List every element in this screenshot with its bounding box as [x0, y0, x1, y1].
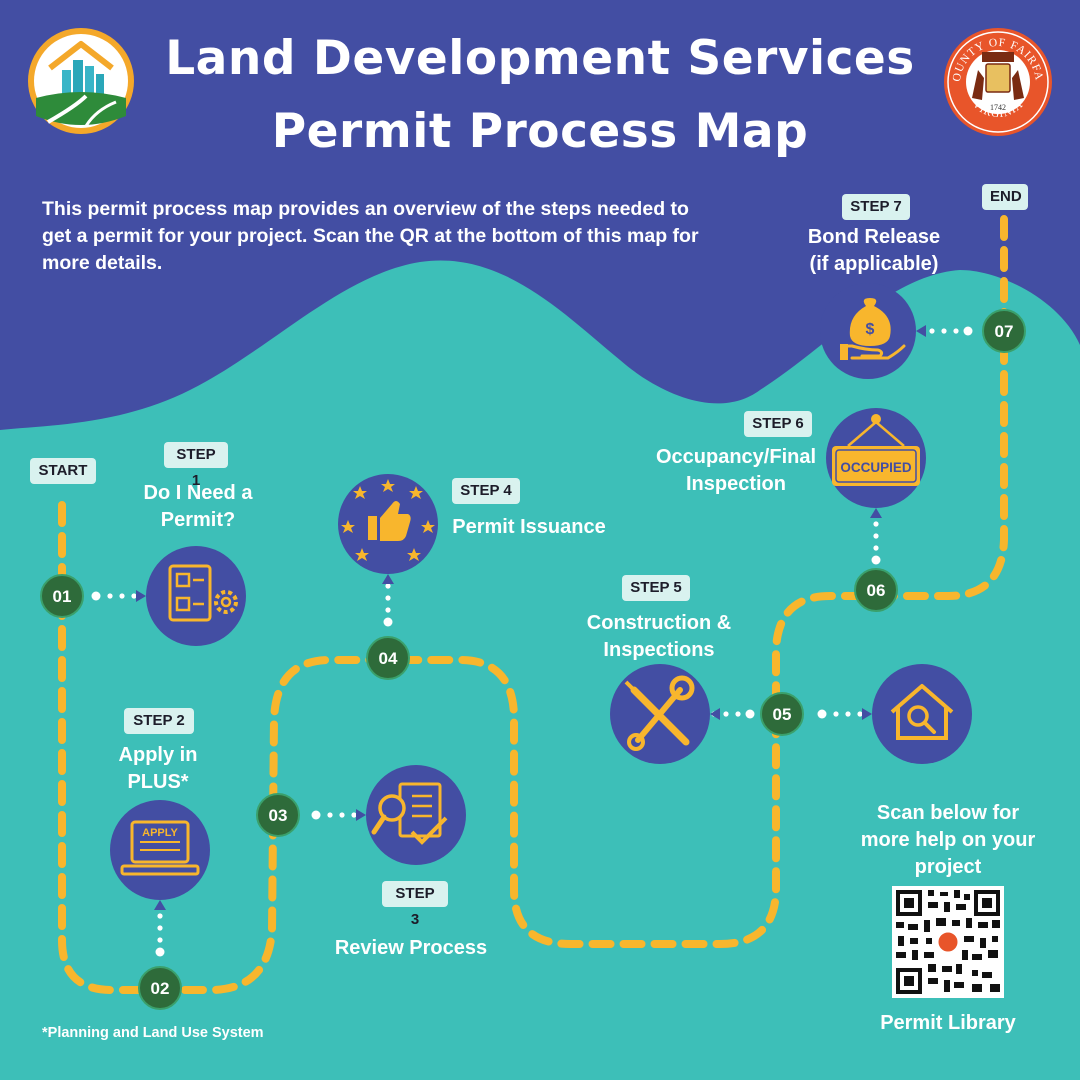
step-5-tag: STEP 5	[622, 575, 690, 601]
county-seal-icon: COUNTY OF FAIRFAX VIRGINIA 1742	[937, 17, 1052, 136]
lds-logo	[26, 26, 136, 136]
page-title: Land Development Services Permit Process…	[160, 30, 920, 161]
step-2-label: Apply in PLUS*	[118, 744, 198, 793]
step-1-label: Do I Need a Permit?	[143, 482, 253, 531]
qr-label: Permit Library	[880, 1012, 1016, 1034]
node-02: 02	[138, 966, 182, 1010]
qr-code-icon	[892, 886, 1004, 998]
step-3-label: Review Process	[334, 937, 488, 959]
svg-text:06: 06	[867, 581, 886, 600]
step-1-tag: STEP 1	[164, 442, 228, 489]
qr-code[interactable]	[892, 886, 1004, 998]
occupied-sign-icon: OCCUPIED	[826, 408, 926, 518]
svg-text:04: 04	[379, 649, 398, 668]
node-01: 01	[40, 574, 84, 618]
step-4-label: Permit Issuance	[452, 516, 606, 538]
end-tag: END	[982, 184, 1028, 210]
step-6-label: Occupancy/Final Inspection	[655, 446, 817, 495]
title-line-2: Permit Process Map	[271, 104, 809, 159]
svg-text:05: 05	[773, 705, 792, 724]
thumbs-up-stars-icon	[338, 474, 438, 584]
svg-text:03: 03	[269, 806, 288, 825]
laptop-apply-icon: APPLY	[110, 800, 210, 910]
footnote: *Planning and Land Use System	[42, 1025, 264, 1041]
svg-text:07: 07	[995, 322, 1014, 341]
svg-text:$: $	[866, 321, 875, 338]
step-4-tag: STEP 4	[452, 478, 520, 504]
title-line-1: Land Development Services	[165, 31, 915, 86]
node-04: 04	[366, 636, 410, 680]
node-05: 05	[760, 692, 804, 736]
step-6-tag: STEP 6	[744, 411, 812, 437]
node-07: 07	[982, 309, 1026, 353]
occupied-icon-text: OCCUPIED	[840, 460, 912, 475]
step-nodes: 01 02 03 04 05 06 07	[40, 309, 1026, 1010]
svg-text:01: 01	[53, 587, 72, 606]
house-inspection-icon	[862, 664, 972, 764]
intro-text: This permit process map provides an over…	[42, 198, 699, 274]
svg-text:1742: 1742	[990, 103, 1006, 112]
qr-caption: Scan below for more help on your project	[860, 802, 1036, 878]
step-3-tag: STEP 3	[382, 881, 448, 928]
step-5-label: Construction & Inspections	[586, 612, 732, 661]
step-2-tag: STEP 2	[124, 708, 194, 734]
lds-logo-icon	[28, 28, 134, 134]
svg-text:02: 02	[151, 979, 170, 998]
node-06: 06	[854, 568, 898, 612]
money-bag-hand-icon: $	[820, 283, 926, 379]
connectors	[91, 326, 973, 957]
county-seal: COUNTY OF FAIRFAX VIRGINIA 1742	[937, 17, 1054, 138]
step-7-label: Bond Release (if applicable)	[807, 226, 941, 275]
document-magnifier-icon	[356, 765, 466, 865]
start-tag: START	[30, 458, 96, 484]
wrench-screwdriver-icon	[610, 664, 720, 764]
node-03: 03	[256, 793, 300, 837]
apply-icon-text: APPLY	[142, 827, 178, 839]
process-path	[58, 211, 1008, 994]
header-wave	[0, 0, 1080, 430]
step-7-tag: STEP 7	[842, 194, 910, 220]
checklist-gear-icon	[136, 546, 246, 646]
